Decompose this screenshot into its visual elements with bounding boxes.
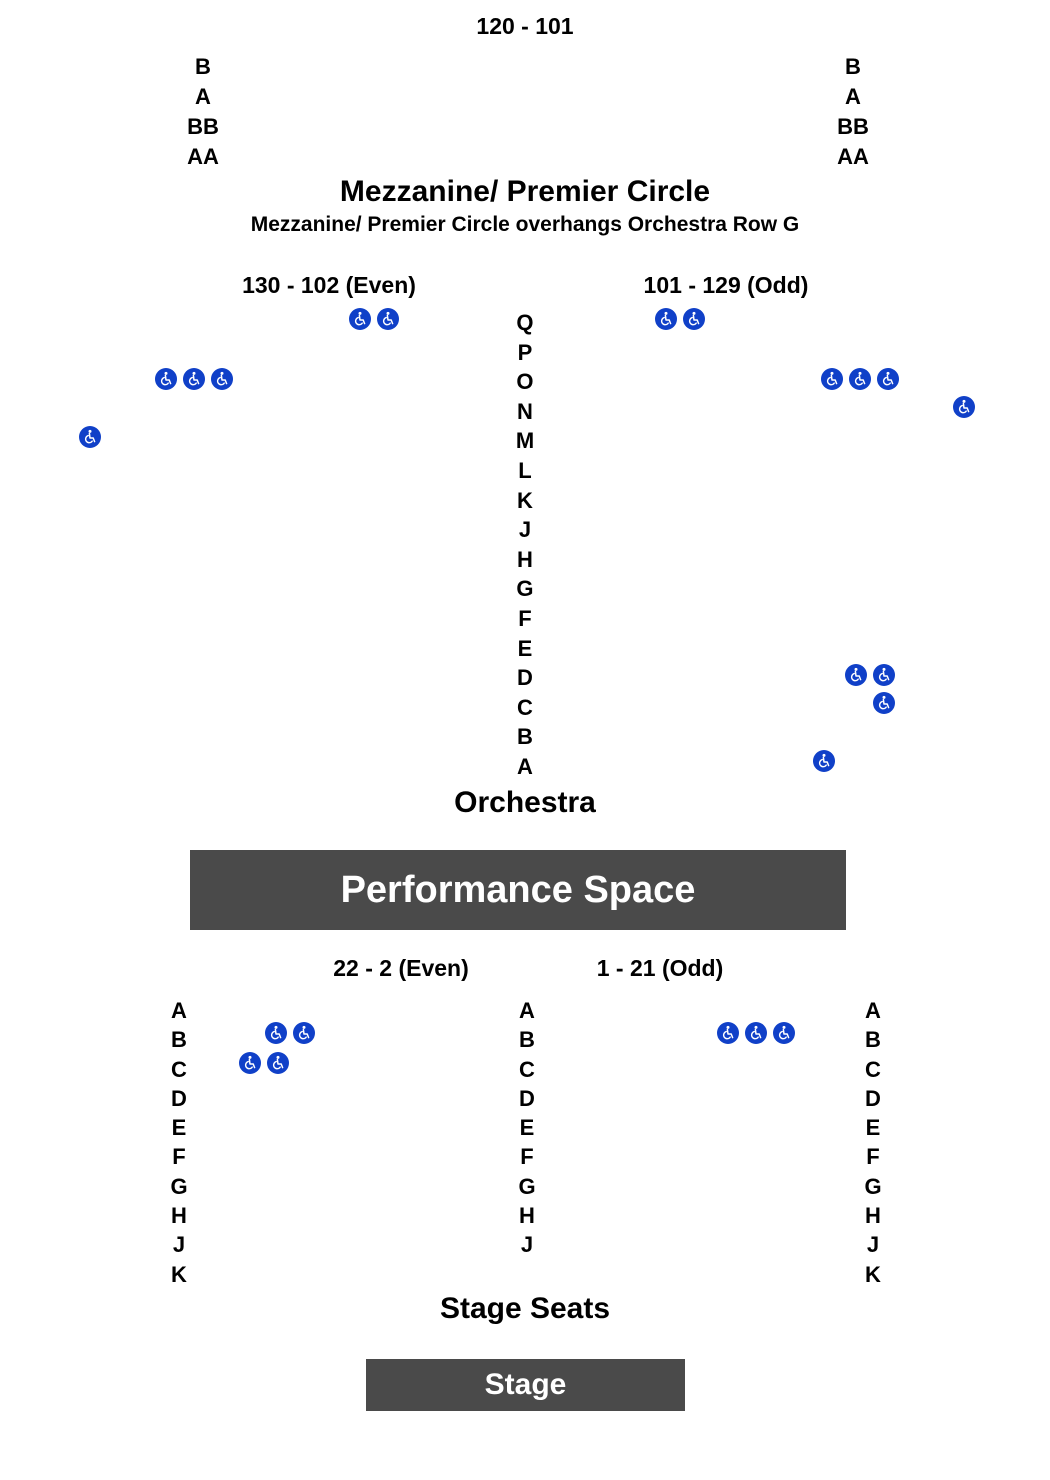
wheelchair-icon [813,750,835,772]
mezzanine-seat-range: 120 - 101 [476,13,574,39]
orchestra-row-13: C [517,694,533,720]
stage-seats-center-row-2: C [519,1056,535,1082]
wheelchair-icon [349,308,371,330]
stage-seats-right-row-6: G [864,1173,882,1199]
orchestra-row-2: O [516,369,534,395]
stage-seats-left-range: 22 - 2 (Even) [333,955,469,981]
stage-seats-left-row-3: D [171,1085,187,1111]
mezzanine-left-row-1: A [195,84,211,109]
orchestra-title: Orchestra [454,786,596,819]
wheelchair-icon [655,308,677,330]
stage-seats-title: Stage Seats [439,1292,611,1325]
stage-seats-right-row-3: D [865,1085,881,1111]
performance-space: Performance Space [190,850,846,930]
orchestra-row-1: P [517,339,533,365]
wheelchair-icon [773,1022,795,1044]
stage-seats-left-row-5: F [172,1144,186,1170]
stage-seats-right-row-1: B [865,1027,881,1053]
stage-seats-left-row-4: E [171,1115,187,1141]
stage-seats-left-row-2: C [171,1056,187,1082]
wheelchair-icon [745,1022,767,1044]
wheelchair-icon [239,1052,261,1074]
wheelchair-icon [873,692,895,714]
stage: Stage [366,1359,685,1411]
orchestra-row-4: M [515,428,535,454]
stage-seats-center-row-4: E [519,1115,535,1141]
mezzanine-right-row-3: AA [837,144,869,169]
wheelchair-icon [683,308,705,330]
wheelchair-icon [845,664,867,686]
mezzanine-right-row-2: BB [837,114,869,139]
wheelchair-icon [79,426,101,448]
stage-seats-left-row-7: H [171,1203,187,1229]
mezzanine-left-row-2: BB [187,114,219,139]
mezzanine-note: Mezzanine/ Premier Circle overhangs Orch… [250,213,800,236]
orchestra-left-range: 130 - 102 (Even) [242,272,416,298]
stage-seats-right-row-9: K [865,1261,881,1287]
stage-seats-left-row-1: B [171,1027,187,1053]
orchestra-row-12: D [517,665,533,691]
stage-seats-right-row-7: H [865,1203,881,1229]
wheelchair-icon [953,396,975,418]
stage-label: Stage [484,1368,567,1401]
orchestra-row-0: Q [516,310,534,335]
stage-seats-right-row-0: A [865,998,881,1023]
wheelchair-icon [849,368,871,390]
wheelchair-icon [877,368,899,390]
wheelchair-icon [155,368,177,390]
stage-seats-right-row-2: C [865,1056,881,1082]
mezzanine-title: Mezzanine/ Premier Circle [339,175,711,208]
orchestra-row-7: J [518,517,532,543]
wheelchair-icon [265,1022,287,1044]
stage-seats-left-row-0: A [171,998,187,1023]
mezzanine-left-row-3: AA [187,144,219,169]
wheelchair-icon [211,368,233,390]
orchestra-row-10: F [518,605,532,631]
wheelchair-icon [377,308,399,330]
wheelchair-icon [267,1052,289,1074]
stage-seats-right-row-5: F [866,1144,880,1170]
wheelchair-icon [717,1022,739,1044]
stage-seats-center-row-7: H [519,1203,535,1229]
wheelchair-icon [821,368,843,390]
orchestra-row-3: N [517,398,533,424]
orchestra-row-14: B [517,724,533,750]
wheelchair-icon [293,1022,315,1044]
orchestra-right-range: 101 - 129 (Odd) [643,272,809,298]
orchestra-row-5: L [518,457,532,483]
orchestra-row-15: A [517,753,533,779]
performance-space-label: Performance Space [340,868,696,911]
stage-seats-right-row-8: J [866,1232,880,1258]
wheelchair-icon [873,664,895,686]
stage-seats-left-row-8: J [172,1232,186,1258]
orchestra-row-8: H [517,546,533,572]
stage-seats-center-row-8: J [520,1232,534,1258]
stage-seats-right-range: 1 - 21 (Odd) [596,955,724,981]
stage-seats-center-row-6: G [518,1173,536,1199]
stage-seats-right-row-4: E [865,1115,881,1141]
stage-seats-center-row-1: B [519,1027,535,1053]
wheelchair-icon [183,368,205,390]
orchestra-row-11: E [517,635,533,661]
orchestra-row-9: G [516,576,534,602]
stage-seats-center-row-5: F [520,1144,534,1170]
stage-seats-center-row-3: D [519,1085,535,1111]
mezzanine-right-row-0: B [845,54,861,79]
mezzanine-right-row-1: A [845,84,861,109]
stage-seats-left-row-6: G [170,1173,188,1199]
stage-seats-left-row-9: K [171,1261,187,1287]
orchestra-row-6: K [517,487,533,513]
stage-seats-center-row-0: A [519,998,535,1023]
mezzanine-left-row-0: B [195,54,211,79]
